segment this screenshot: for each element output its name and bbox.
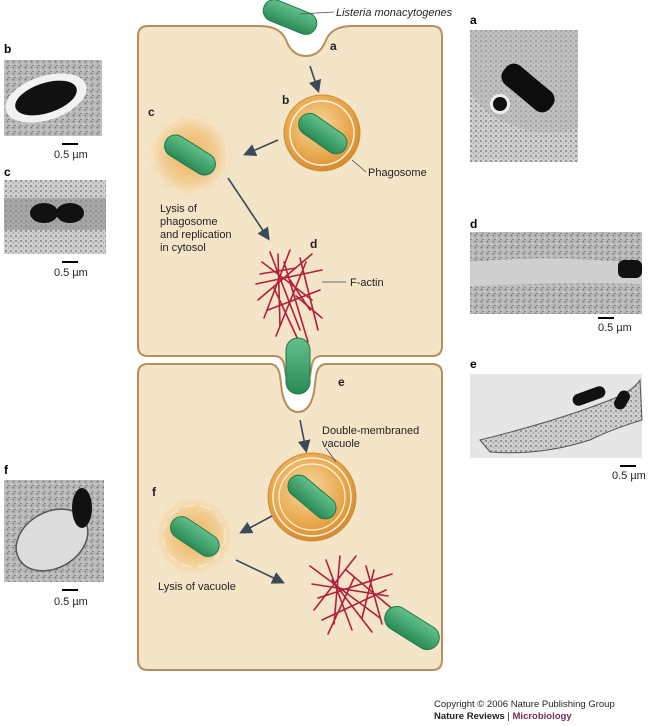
journal-separator: |: [504, 711, 513, 722]
subjournal-name: Microbiology: [512, 711, 572, 722]
listeria-label: Listeria monacytogenes: [336, 7, 453, 19]
step-e-label: e: [338, 375, 345, 389]
micrograph-f-scale: 0.5 µm: [54, 596, 88, 608]
lysis-phagosome-line-1: Lysis of: [160, 203, 198, 215]
lysed-phagosome: [144, 109, 236, 201]
arrow-b-to-c: [243, 139, 279, 157]
bacterium-protrusion: [285, 337, 311, 395]
step-a-label: a: [330, 39, 337, 53]
step-d-label: d: [310, 237, 317, 251]
lysis-vacuole-label: Lysis of vacuole: [158, 581, 236, 593]
micrograph-b-scale: 0.5 µm: [54, 149, 88, 161]
micrograph-f-label: f: [4, 463, 9, 477]
double-membraned-vacuole: [267, 452, 357, 542]
micrograph-a-label: a: [470, 13, 477, 27]
double-membraned-label-line: [325, 447, 337, 463]
journal-line: Nature Reviews | Microbiology: [434, 711, 615, 723]
arrow-e-to-vacuole: [297, 419, 311, 454]
bacterium-actin-tail: [384, 605, 440, 651]
micrograph-e-scale: 0.5 µm: [612, 470, 646, 482]
micrograph-a: [470, 30, 578, 162]
arrow-f-to-actin: [235, 559, 285, 584]
micrograph-c-scale: 0.5 µm: [54, 267, 88, 279]
micrograph-b: [4, 60, 102, 136]
micrograph-d-label: d: [470, 217, 477, 231]
lysis-phagosome-line-3: and replication: [160, 229, 232, 241]
arrow-c-to-d: [227, 177, 270, 241]
double-membraned-label-line-1: Double-membraned: [322, 425, 419, 437]
f-actin-label: F-actin: [350, 277, 384, 289]
phagosome-label: Phagosome: [368, 167, 427, 179]
journal-name: Nature Reviews: [434, 711, 505, 722]
step-b-label: b: [282, 93, 289, 107]
phagosome: [283, 94, 361, 172]
listeria-entering: [262, 0, 318, 35]
micrograph-c: [4, 180, 106, 254]
lysed-vacuole: [150, 492, 238, 580]
micrograph-e: [470, 374, 643, 458]
actin-tail-1: [255, 249, 323, 345]
footer: Copyright © 2006 Nature Publishing Group…: [434, 699, 615, 723]
lysis-phagosome-line-4: in cytosol: [160, 242, 206, 254]
micrograph-d-scale: 0.5 µm: [598, 322, 632, 334]
copyright-text: Copyright © 2006 Nature Publishing Group: [434, 699, 615, 710]
double-membraned-label-line-2: vacuole: [322, 438, 360, 450]
phagosome-label-line: [351, 159, 367, 173]
micrograph-d: [470, 232, 642, 314]
step-c-label: c: [148, 105, 155, 119]
arrow-a-to-b: [308, 65, 322, 94]
micrograph-f: [4, 480, 104, 582]
micrograph-c-label: c: [4, 165, 11, 179]
actin-tail-2: [309, 555, 397, 635]
micrograph-e-label: e: [470, 357, 477, 371]
lysis-phagosome-line-2: phagosome: [160, 216, 218, 228]
micrograph-b-label: b: [4, 42, 11, 56]
step-f-label: f: [152, 485, 157, 499]
arrow-vacuole-to-f: [239, 515, 273, 534]
listeria-label-line: [299, 11, 335, 15]
